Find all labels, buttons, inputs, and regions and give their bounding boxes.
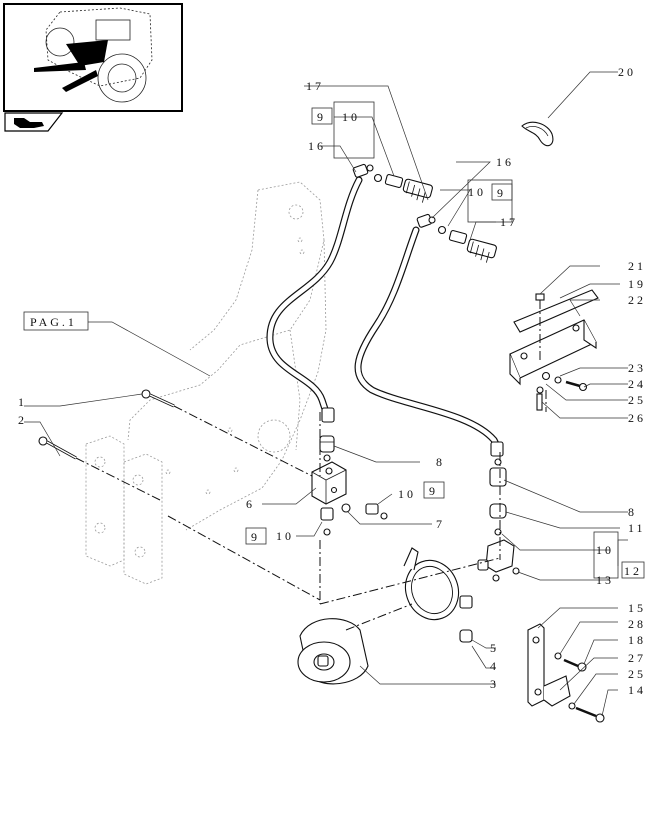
label-5: 5 [490, 641, 499, 655]
hose-end-fitting-top-right [416, 213, 436, 228]
fitting-8-right [489, 458, 507, 487]
label-18: 18 [628, 633, 646, 647]
label-14: 14 [628, 683, 646, 697]
label-20: 20 [618, 65, 636, 79]
label-10-right: 10 [468, 185, 486, 199]
label-23: 23 [628, 361, 646, 375]
label-1: 1 [18, 395, 27, 409]
label-4: 4 [490, 659, 499, 673]
fitting-8-left [319, 435, 335, 462]
quick-coupling-top-left [373, 173, 433, 203]
label-22: 22 [628, 293, 646, 307]
label-2: 2 [18, 413, 27, 427]
hose-left [266, 176, 363, 416]
fitting-7 [341, 503, 351, 513]
label-9-right: 9 [497, 186, 506, 200]
label-25-upper: 25 [628, 393, 646, 407]
chassis-frame-ghost [85, 181, 327, 585]
label-3: 3 [490, 677, 499, 691]
mounting-bracket-lower [527, 623, 571, 707]
assembly-center-lines [75, 300, 547, 631]
label-25-lower: 25 [628, 667, 646, 681]
label-13: 13 [596, 573, 614, 587]
quick-coupling-top-right [437, 225, 497, 263]
label-21: 21 [628, 259, 646, 273]
label-17-top: 17 [306, 79, 324, 93]
tractor-thumbnail-icon[interactable] [3, 3, 183, 112]
label-8-right: 8 [628, 505, 637, 519]
accumulator [297, 618, 369, 685]
label-11: 11 [628, 521, 646, 535]
label-9-left: 9 [251, 530, 260, 544]
label-17-right: 17 [500, 215, 518, 229]
support-bracket [509, 289, 599, 386]
valve-block [311, 461, 347, 505]
label-26: 26 [628, 411, 646, 425]
clamp-band [403, 547, 473, 643]
label-16-top: 16 [308, 139, 326, 153]
page-navigation-icon[interactable] [4, 112, 64, 132]
label-10-top: 10 [342, 110, 360, 124]
bracket-bolts [535, 293, 588, 411]
hose-clip [521, 121, 554, 147]
hose-end-fitting-bottom-left [321, 407, 335, 423]
hose-right [354, 226, 502, 452]
label-19: 19 [628, 277, 646, 291]
label-16-right: 16 [496, 155, 514, 169]
label-28: 28 [628, 617, 646, 631]
label-15: 15 [628, 601, 646, 615]
label-24: 24 [628, 377, 646, 391]
page-ref-label[interactable]: PAG.1 [30, 315, 77, 329]
part-labels: 17 9 10 16 20 16 10 9 17 21 19 22 23 24 … [18, 65, 646, 697]
bolt-2 [38, 436, 77, 460]
label-27: 27 [628, 651, 646, 665]
nut-11 [489, 503, 507, 519]
label-9-top: 9 [317, 110, 326, 124]
label-10-left: 10 [276, 529, 294, 543]
label-7: 7 [436, 517, 445, 531]
hose-end-fitting-bottom-right [490, 441, 504, 457]
label-8-left: 8 [436, 455, 445, 469]
label-10-lower: 10 [596, 543, 614, 557]
label-9-mid: 9 [429, 484, 438, 498]
label-boxes [23, 101, 645, 579]
adapter-10-bottom [320, 507, 334, 536]
tee-fitting [477, 528, 520, 582]
hose-end-fitting-top-left [352, 163, 374, 178]
leader-lines [24, 71, 628, 717]
label-10-mid: 10 [398, 487, 416, 501]
label-6: 6 [246, 497, 255, 511]
adapter-10-right [365, 503, 388, 520]
label-12: 12 [624, 564, 642, 578]
